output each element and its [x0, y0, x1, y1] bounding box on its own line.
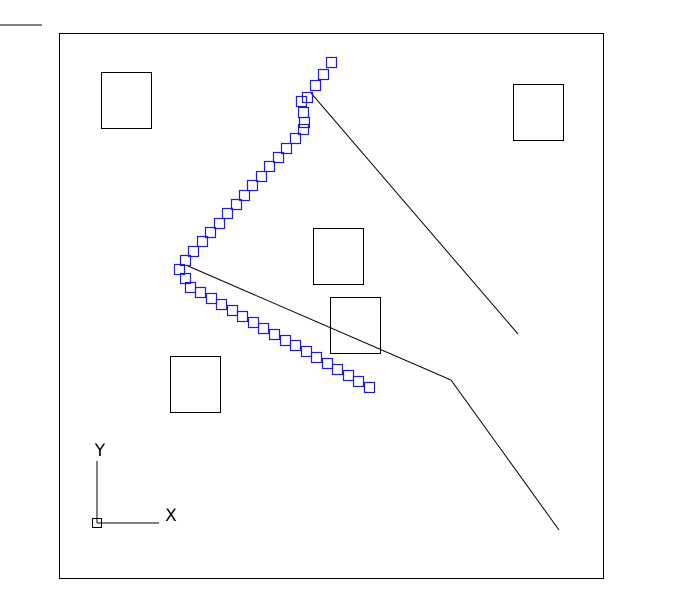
- tile-28[interactable]: [226, 304, 239, 317]
- tile-39[interactable]: [342, 369, 355, 382]
- tile-38[interactable]: [331, 363, 344, 376]
- tile-32[interactable]: [268, 328, 281, 341]
- ucs-origin-icon: [92, 518, 102, 528]
- tile-1[interactable]: [317, 68, 330, 81]
- tile-14[interactable]: [238, 189, 251, 202]
- tile-22[interactable]: [173, 263, 186, 276]
- tile-chain: [173, 56, 376, 394]
- tile-35[interactable]: [300, 345, 313, 358]
- rect-top-left[interactable]: [101, 72, 152, 129]
- tile-2[interactable]: [309, 79, 322, 92]
- drawing-border: [59, 33, 604, 579]
- tile-25[interactable]: [194, 286, 207, 299]
- tile-4[interactable]: [295, 95, 308, 108]
- rect-center-lower[interactable]: [330, 297, 381, 354]
- tile-16[interactable]: [221, 207, 234, 220]
- tile-36[interactable]: [310, 351, 323, 364]
- tile-7[interactable]: [297, 123, 310, 136]
- tile-17[interactable]: [213, 217, 226, 230]
- tile-26[interactable]: [205, 292, 218, 305]
- tile-21[interactable]: [179, 254, 192, 267]
- tile-18[interactable]: [204, 226, 217, 239]
- tile-8[interactable]: [289, 132, 302, 145]
- ucs-y-label: Y: [94, 441, 106, 461]
- rect-center[interactable]: [313, 228, 364, 285]
- ucs-axis-icon: Y X: [92, 441, 177, 528]
- tile-40[interactable]: [352, 375, 365, 388]
- rect-top-right[interactable]: [513, 84, 564, 141]
- diagonal-line-upper[interactable]: [310, 92, 519, 335]
- tile-29[interactable]: [236, 310, 249, 323]
- tile-20[interactable]: [187, 245, 200, 258]
- tile-31[interactable]: [257, 322, 270, 335]
- tile-15[interactable]: [230, 198, 243, 211]
- tile-12[interactable]: [255, 170, 268, 183]
- polyline-lower[interactable]: [187, 265, 560, 531]
- tile-30[interactable]: [247, 316, 260, 329]
- tile-41[interactable]: [363, 381, 376, 394]
- tile-3[interactable]: [301, 91, 314, 104]
- tile-0[interactable]: [325, 56, 338, 69]
- tile-10[interactable]: [272, 151, 285, 164]
- ucs-x-label: X: [165, 506, 177, 526]
- tile-6[interactable]: [298, 116, 311, 129]
- tile-33[interactable]: [279, 334, 292, 347]
- tile-11[interactable]: [263, 160, 276, 173]
- tile-5[interactable]: [297, 106, 310, 119]
- rect-bottom-left[interactable]: [170, 356, 221, 413]
- tile-27[interactable]: [215, 298, 228, 311]
- tile-9[interactable]: [280, 142, 293, 155]
- tile-13[interactable]: [246, 179, 259, 192]
- tile-34[interactable]: [289, 339, 302, 352]
- tile-19[interactable]: [196, 235, 209, 248]
- tile-37[interactable]: [321, 357, 334, 370]
